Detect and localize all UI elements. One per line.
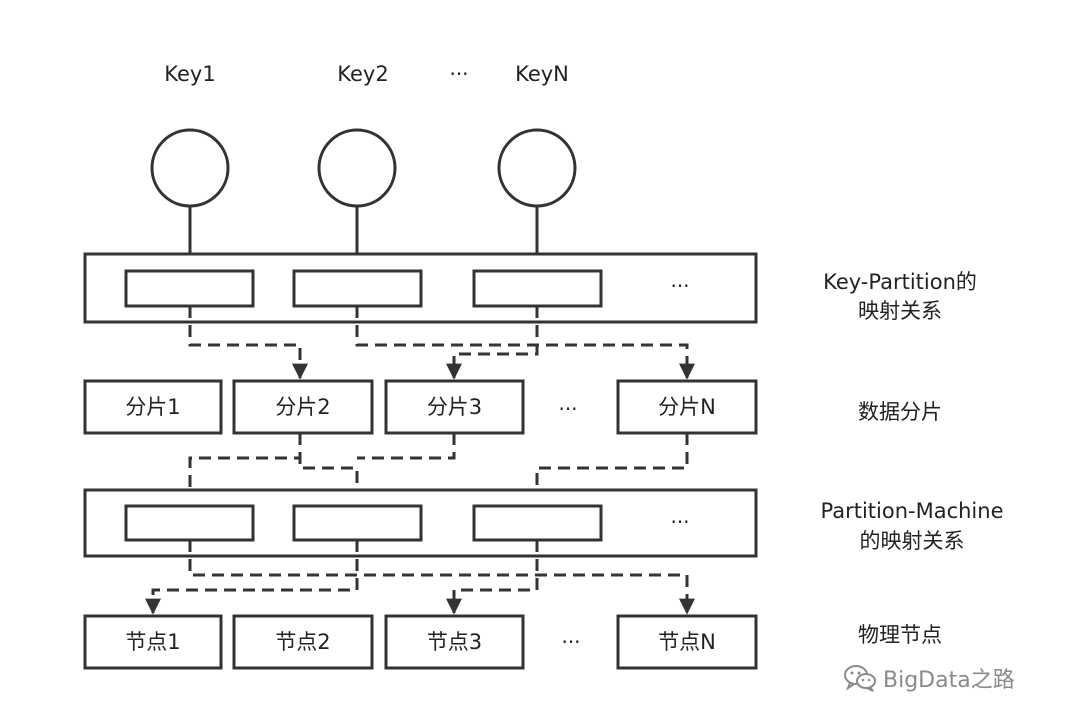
partition-machine-slot-1 (124, 504, 255, 542)
node-label-2: 节点2 (275, 630, 331, 654)
partition-machine-label-line2: 的映射关系 (859, 529, 965, 553)
key-partition-slot-1 (124, 269, 255, 308)
key-partition-label-line2: 映射关系 (858, 299, 942, 323)
shards-layer-label: 数据分片 (858, 400, 942, 424)
key-label-1: Key1 (164, 62, 216, 86)
nodes-layer-label: 物理节点 (858, 623, 942, 647)
partition-machine-slot-2 (292, 504, 423, 542)
shard-label-1: 分片1 (125, 395, 181, 419)
node-box-n (616, 614, 758, 670)
node-label-1: 节点1 (125, 630, 181, 654)
key-ellipsis: ··· (449, 62, 469, 86)
key-circle-1 (150, 128, 230, 208)
key-circle-n (497, 128, 577, 208)
node-box-3 (384, 614, 525, 670)
node-row-ellipsis: ··· (561, 630, 581, 654)
key-label-2: Key2 (337, 62, 389, 86)
partition-machine-dashed-connectors (145, 540, 695, 615)
shard-row-ellipsis: ··· (558, 397, 578, 421)
partition-machine-ellipsis: ··· (670, 510, 690, 534)
key-partition-dashed-connectors (188, 306, 695, 380)
watermark-text: BigData之路 (883, 668, 1015, 693)
key-circle-2 (317, 128, 397, 208)
watermark: BigData之路 (843, 662, 1015, 694)
key-partition-slot-2 (292, 269, 423, 308)
node-label-3: 节点3 (426, 630, 483, 654)
partition-machine-slot-3 (472, 504, 603, 542)
shard-box-2 (232, 379, 374, 435)
key-partition-label-line1: Key-Partition的 (823, 270, 977, 294)
shard-box-3 (384, 379, 525, 435)
node-box-2 (232, 614, 374, 670)
shard-box-1 (83, 379, 223, 435)
node-box-1 (83, 614, 223, 670)
key-partition-slot-3 (472, 269, 603, 308)
key-partition-ellipsis: ··· (670, 274, 690, 298)
shard-label-n: 分片N (658, 395, 716, 419)
wechat-icon (844, 665, 876, 692)
shard-label-2: 分片2 (275, 395, 331, 419)
node-label-n: 节点N (658, 630, 716, 654)
partition-machine-label-line1: Partition-Machine (820, 499, 1004, 523)
shard-box-n (616, 379, 758, 435)
shard-dashed-connectors (182, 433, 689, 507)
key-label-n: KeyN (515, 62, 569, 86)
shard-label-3: 分片3 (426, 395, 483, 419)
